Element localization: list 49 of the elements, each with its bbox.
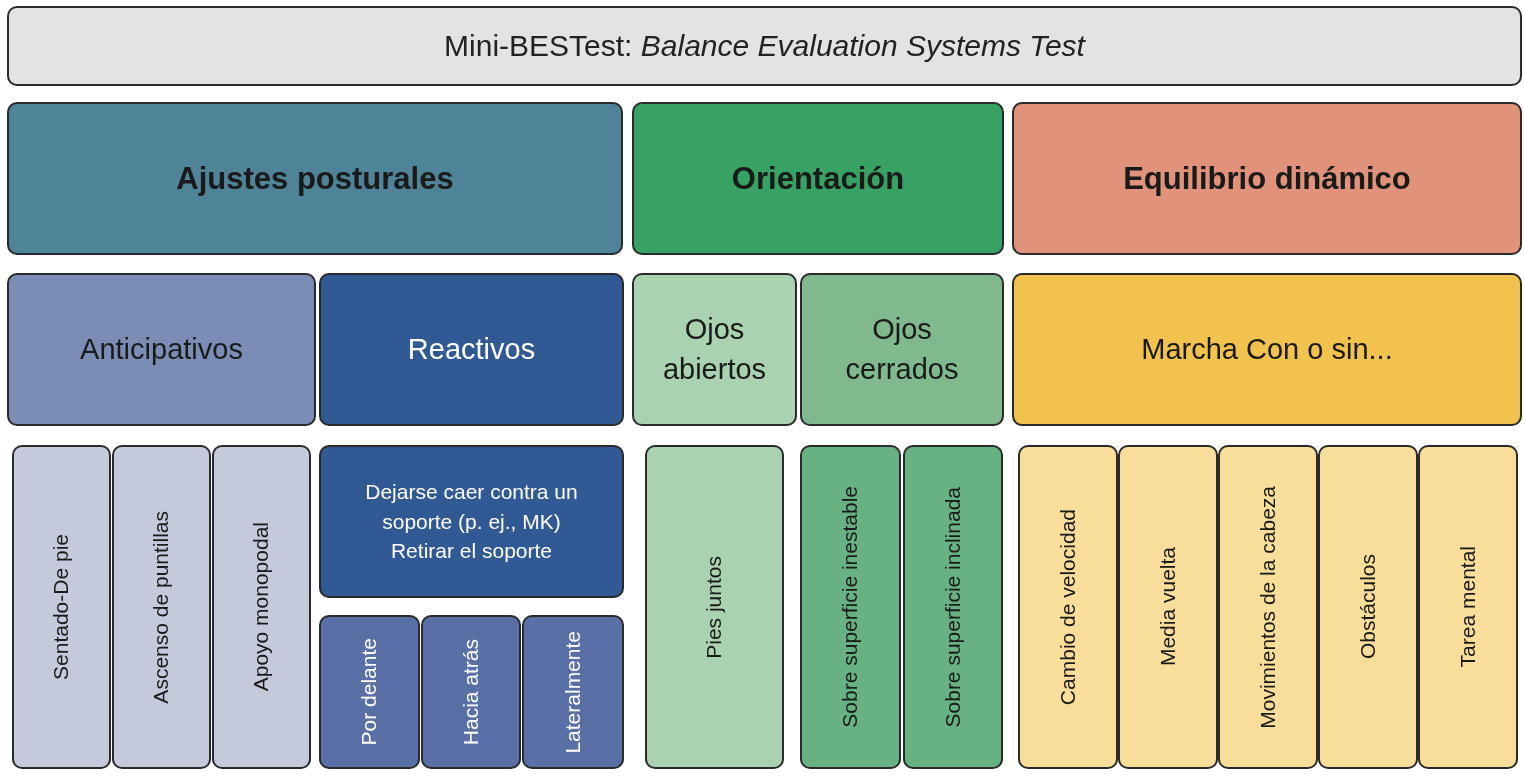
category-label: Ajustes posturales <box>176 159 454 198</box>
subcategory-box <box>319 273 624 426</box>
task-label: Hacia atrás <box>457 638 483 746</box>
task-label: Lateralmente <box>559 630 585 754</box>
task-label: Cambio de velocidad <box>1054 508 1080 706</box>
category-box <box>7 102 623 255</box>
task-box <box>319 445 624 598</box>
subcategory-box <box>800 273 1004 426</box>
task-label: Sobre superficie inestable <box>837 486 863 728</box>
task-box <box>421 615 521 769</box>
task-box <box>1018 445 1118 769</box>
task-label: Obstáculos <box>1354 554 1380 660</box>
task-label: Ascenso de puntillas <box>148 510 174 704</box>
subcategory-label: Marcha Con o sin... <box>1141 331 1393 367</box>
category-box <box>1012 102 1522 255</box>
task-box <box>1218 445 1318 769</box>
category-label: Equilibrio dinámico <box>1123 159 1411 198</box>
task-label: Retirar el soporte <box>390 538 553 565</box>
task-box <box>1418 445 1518 769</box>
task-box <box>645 445 784 769</box>
task-label: Dejarse caer contra un soporte (p. ej., MK) <box>364 479 579 535</box>
task-label: Sentado-De pie <box>48 534 74 680</box>
task-box <box>12 445 111 769</box>
title-text: Mini-BESTest: Balance Evaluation Systems Test <box>444 27 1085 64</box>
title-banner <box>7 6 1522 86</box>
subcategory-label: Anticipativos <box>80 331 243 367</box>
category-box <box>632 102 1004 255</box>
subcategory-label: Ojos cerrados <box>844 312 960 387</box>
subcategory-box <box>632 273 797 426</box>
task-label: Sobre superficie inclinada <box>939 486 965 728</box>
task-label: Movimientos de la cabeza <box>1254 485 1280 729</box>
subcategory-box <box>1012 273 1522 426</box>
task-box <box>1118 445 1218 769</box>
task-box <box>903 445 1003 769</box>
task-label: Pies juntos <box>701 555 727 659</box>
task-box <box>212 445 311 769</box>
task-label: Tarea mental <box>1454 546 1480 668</box>
category-label: Orientación <box>731 159 905 198</box>
subcategory-label: Reactivos <box>407 331 536 367</box>
task-box <box>800 445 901 769</box>
task-box <box>112 445 211 769</box>
subcategory-box <box>7 273 316 426</box>
task-label: Por delante <box>356 638 382 746</box>
task-box <box>522 615 624 769</box>
task-label: Media vuelta <box>1154 547 1180 667</box>
task-box <box>1318 445 1418 769</box>
task-box <box>319 615 420 769</box>
subcategory-label: Ojos abiertos <box>661 312 768 387</box>
task-label: Apoyo monopodal <box>248 522 274 692</box>
